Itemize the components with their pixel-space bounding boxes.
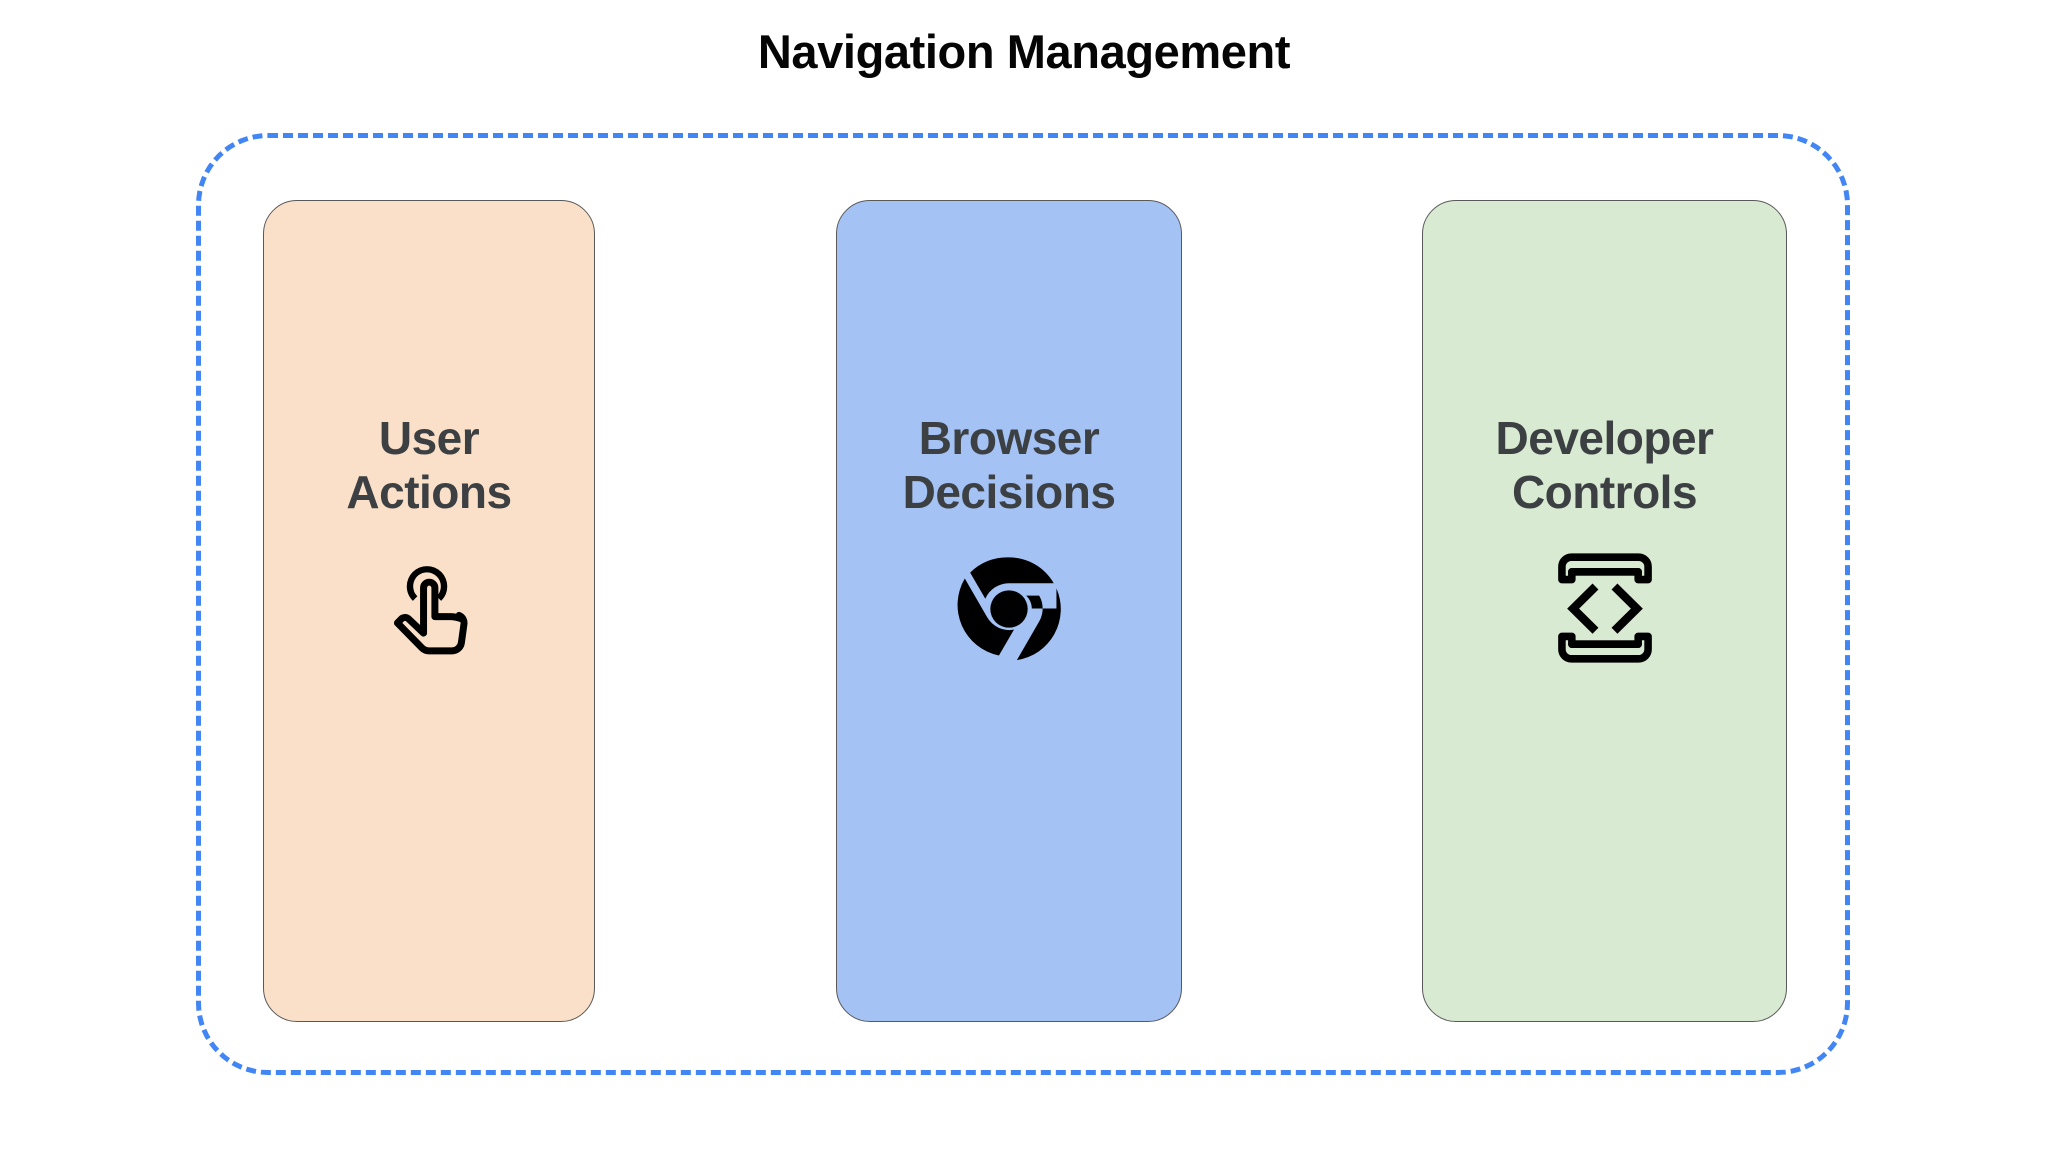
page-title: Navigation Management [757,25,1291,78]
card-user-actions[interactable]: User Actions [263,200,595,1022]
card-browser-decisions-label: Browser Decisions [902,412,1116,519]
card-developer-controls-label: Developer Controls [1495,412,1714,519]
developer-mode-code-device-icon [1553,552,1657,664]
card-browser-decisions[interactable]: Browser Decisions [836,200,1182,1022]
card-user-actions-label: User Actions [346,412,512,519]
card-developer-controls[interactable]: Developer Controls [1422,200,1787,1022]
touch-tap-gesture-icon [375,556,483,664]
navigation-management-group-boundary [196,133,1850,1075]
chrome-browser-icon [950,550,1068,668]
